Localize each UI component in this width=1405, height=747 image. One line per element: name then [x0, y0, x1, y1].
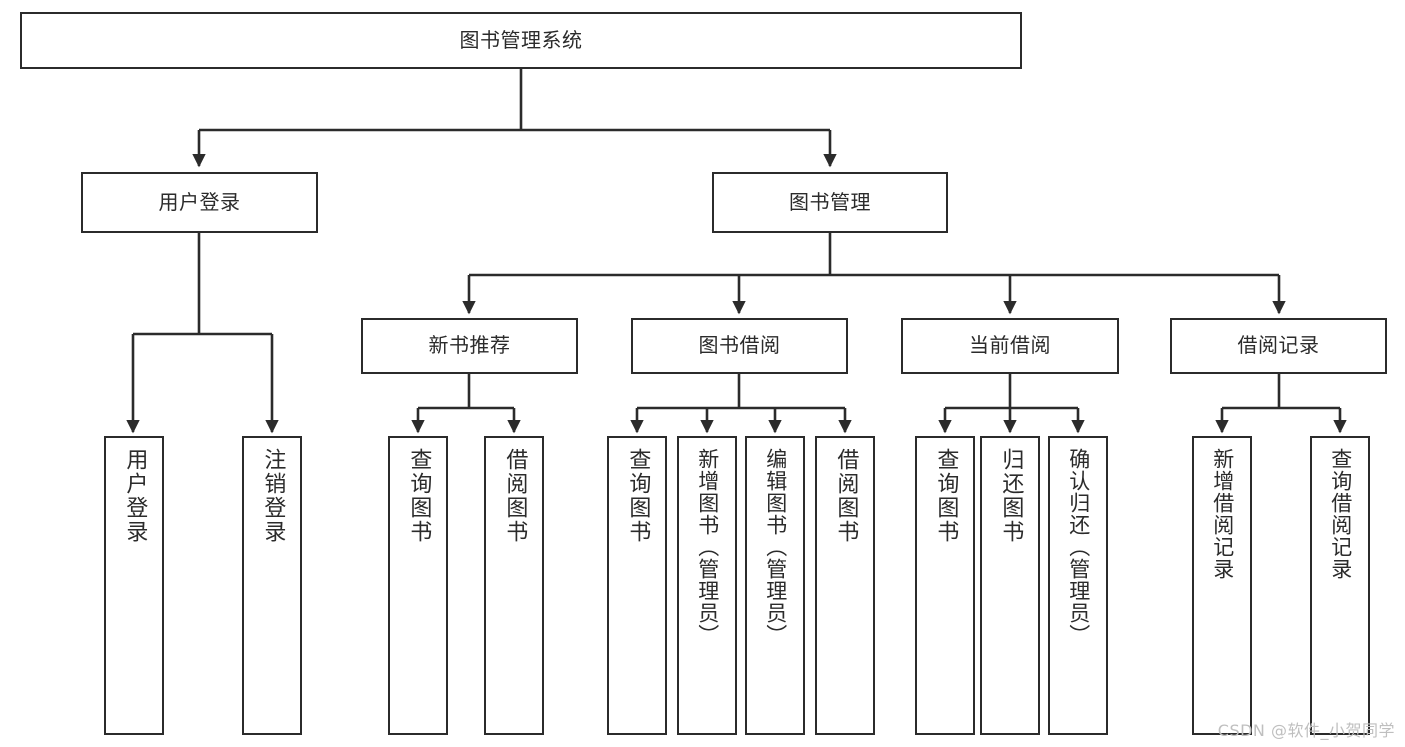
- leaf-query-borrow-record-label: 查询借阅记录: [1328, 448, 1353, 580]
- leaf-query-book-current-label: 查询图书: [933, 448, 959, 544]
- leaf-edit-book-admin[interactable]: 编辑图书（管理员）: [745, 436, 805, 735]
- node-user-login[interactable]: 用户登录: [81, 172, 318, 233]
- leaf-query-book-borrow-label: 查询图书: [625, 448, 651, 544]
- leaf-borrow-book-label: 借阅图书: [833, 448, 859, 544]
- leaf-confirm-return-admin-label: 确认归还（管理员）: [1066, 448, 1091, 646]
- node-book-borrow-label: 图书借阅: [698, 333, 781, 358]
- leaf-borrow-book[interactable]: 借阅图书: [815, 436, 875, 735]
- node-current-borrow[interactable]: 当前借阅: [901, 318, 1119, 374]
- leaf-query-book-borrow[interactable]: 查询图书: [607, 436, 667, 735]
- leaf-edit-book-admin-label: 编辑图书（管理员）: [763, 448, 788, 646]
- node-root-label: 图书管理系统: [459, 27, 583, 52]
- node-root[interactable]: 图书管理系统: [20, 12, 1022, 69]
- leaf-return-book[interactable]: 归还图书: [980, 436, 1040, 735]
- leaf-return-book-label: 归还图书: [998, 448, 1024, 544]
- node-borrow-records-label: 借阅记录: [1237, 333, 1320, 358]
- leaf-borrow-book-recommend-label: 借阅图书: [502, 448, 528, 544]
- leaf-borrow-book-recommend[interactable]: 借阅图书: [484, 436, 544, 735]
- watermark-text: CSDN @软件_小贺同学: [1217, 721, 1395, 740]
- node-book-management[interactable]: 图书管理: [712, 172, 948, 233]
- leaf-logout[interactable]: 注销登录: [242, 436, 302, 735]
- leaf-add-book-admin-label: 新增图书（管理员）: [695, 448, 720, 646]
- leaf-user-login[interactable]: 用户登录: [104, 436, 164, 735]
- leaf-query-book-recommend[interactable]: 查询图书: [388, 436, 448, 735]
- node-new-book-recommend-label: 新书推荐: [428, 333, 511, 358]
- leaf-add-borrow-record-label: 新增借阅记录: [1210, 448, 1235, 580]
- node-user-login-label: 用户登录: [158, 189, 241, 214]
- leaf-user-login-label: 用户登录: [122, 448, 148, 544]
- node-current-borrow-label: 当前借阅: [969, 333, 1051, 358]
- leaf-add-borrow-record[interactable]: 新增借阅记录: [1192, 436, 1252, 735]
- node-book-borrow[interactable]: 图书借阅: [631, 318, 848, 374]
- leaf-logout-label: 注销登录: [260, 448, 286, 544]
- leaf-confirm-return-admin[interactable]: 确认归还（管理员）: [1048, 436, 1108, 735]
- node-new-book-recommend[interactable]: 新书推荐: [361, 318, 578, 374]
- leaf-query-book-current[interactable]: 查询图书: [915, 436, 975, 735]
- leaf-add-book-admin[interactable]: 新增图书（管理员）: [677, 436, 737, 735]
- node-borrow-records[interactable]: 借阅记录: [1170, 318, 1387, 374]
- leaf-query-book-recommend-label: 查询图书: [406, 448, 432, 544]
- leaf-query-borrow-record[interactable]: 查询借阅记录: [1310, 436, 1370, 735]
- node-book-management-label: 图书管理: [789, 189, 871, 214]
